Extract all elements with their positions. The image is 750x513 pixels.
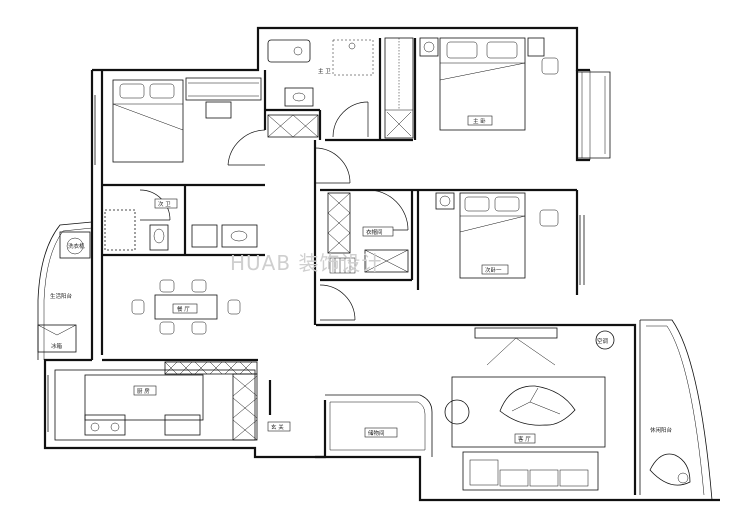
outer-walls	[43, 26, 720, 502]
master-bedroom: 主 卧	[314, 37, 559, 184]
dining-label: 餐 厅	[177, 305, 190, 313]
master-wardrobe	[384, 37, 414, 139]
washer-label: 洗衣机	[68, 242, 85, 250]
wardrobe-hatch	[188, 82, 259, 97]
service-balcony: 洗衣机 生活阳台 冰箱	[37, 221, 93, 360]
entrance: 玄 关	[267, 380, 291, 432]
kitchen: 厨 房	[47, 358, 258, 441]
dining-room: 餐 厅	[131, 279, 241, 335]
cloakroom-label: 衣帽间	[366, 228, 383, 236]
cloakroom: 衣帽间	[319, 188, 577, 321]
leisure-balcony-label: 休闲阳台	[650, 426, 673, 434]
storage-label: 储物间	[368, 429, 385, 437]
second-bath: 次 卫	[102, 185, 265, 257]
ac-label: 空调	[597, 337, 609, 345]
living-label: 客 厅	[518, 435, 531, 443]
fridge-label: 冰箱	[51, 342, 63, 350]
living-room: 客 厅 空调	[451, 327, 615, 491]
master-bath-label: 主 卫	[318, 67, 331, 75]
service-balcony-label: 生活阳台	[50, 292, 73, 300]
second-bedroom-1: 次卧一	[416, 190, 585, 290]
watermark: HUAB 装饰设计	[230, 251, 382, 275]
second-bath-label: 次 卫	[158, 200, 171, 208]
master-bath: 主 卫	[265, 38, 382, 140]
storage-room: 储物间	[325, 394, 470, 457]
second-bed-1-label: 次卧一	[485, 266, 502, 274]
hatch-tiles-corridor	[267, 114, 319, 138]
left-bedroom	[94, 70, 267, 187]
master-bed-label: 主 卧	[473, 117, 486, 125]
leisure-balcony: 休闲阳台	[639, 319, 713, 501]
bay-window-master	[577, 70, 611, 160]
kitchen-label: 厨 房	[137, 387, 150, 395]
entrance-label: 玄 关	[271, 423, 284, 431]
